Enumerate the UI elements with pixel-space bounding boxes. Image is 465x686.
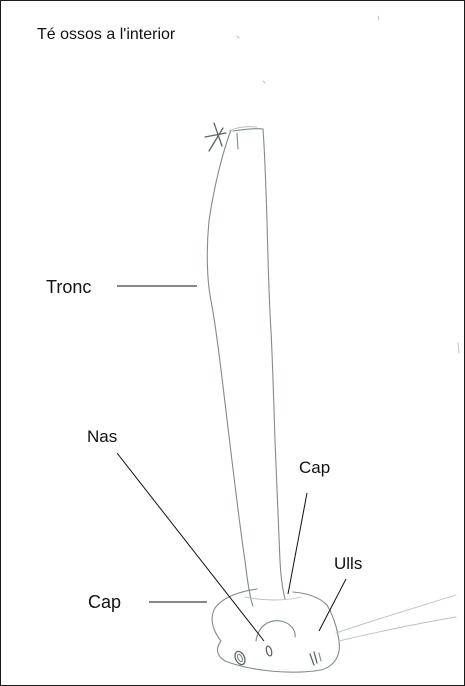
nostril-mark (265, 646, 272, 657)
page-title: Té ossos a l'interior (37, 25, 175, 45)
label-cap-left: Cap (88, 592, 121, 612)
stray-mark (458, 343, 459, 353)
label-cap-right: Cap (299, 458, 330, 478)
stray-mark (378, 16, 379, 20)
ulls-leader (319, 579, 346, 631)
cap-right-leader (288, 493, 307, 594)
circle-mark (233, 650, 247, 666)
stray-mark (263, 81, 265, 83)
nas-leader (117, 453, 264, 641)
eye-mark (310, 654, 314, 665)
label-ulls: Ulls (334, 554, 362, 574)
stray-mark (237, 36, 239, 38)
trunk-outline (205, 123, 285, 606)
label-tronc: Tronc (46, 277, 91, 297)
label-nas: Nas (87, 427, 117, 447)
